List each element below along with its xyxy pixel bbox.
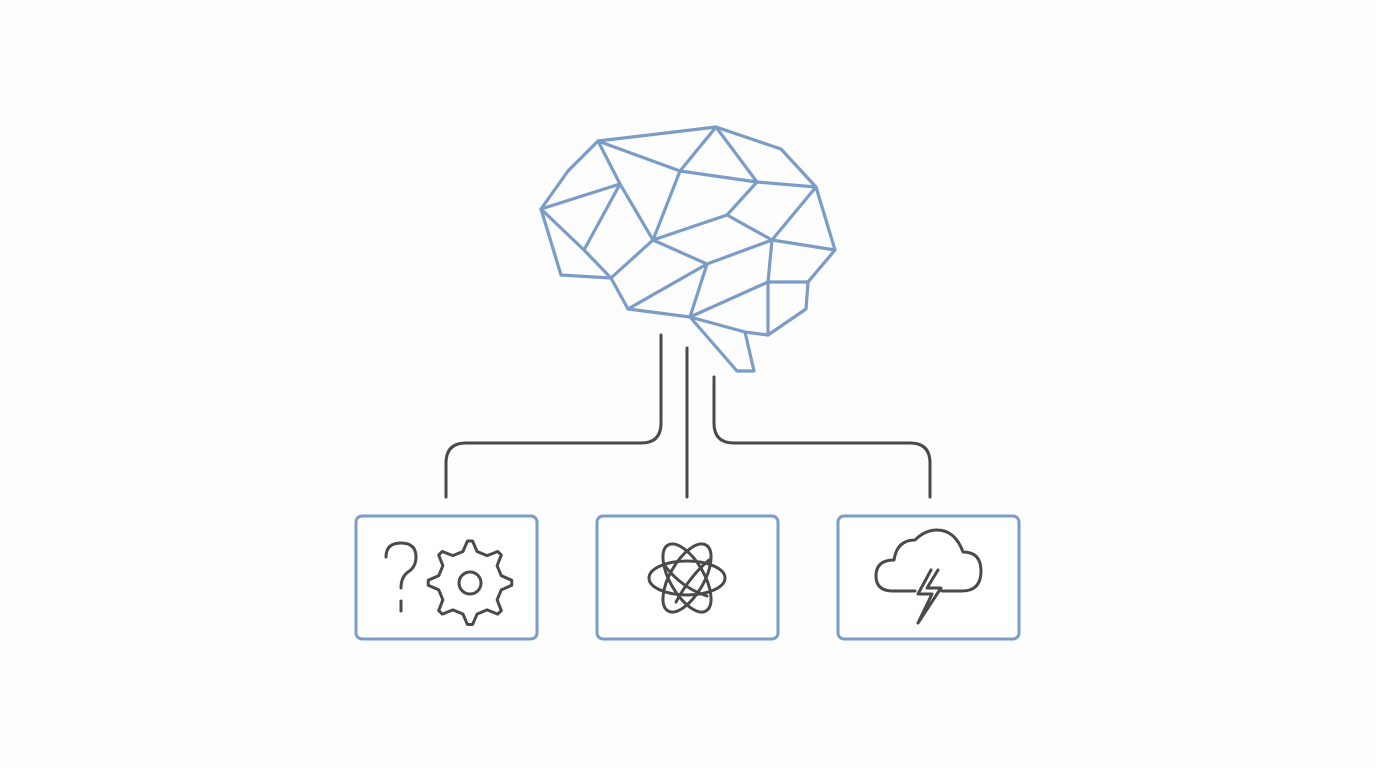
gear-icon xyxy=(426,539,514,627)
knot-loop-3 xyxy=(661,542,713,614)
child-box-uncertainty xyxy=(836,514,1021,641)
lightning-bolt-icon xyxy=(916,568,943,625)
knot-weave xyxy=(663,558,711,604)
cloud-icon xyxy=(874,528,983,593)
gear-hub xyxy=(457,570,483,596)
storm-cloud-icon xyxy=(874,528,983,625)
question-gear-icon xyxy=(384,539,514,627)
knot-icon xyxy=(647,542,727,614)
child-box-problem xyxy=(354,514,539,641)
question-mark-icon xyxy=(384,541,418,590)
brain-facets xyxy=(539,125,837,337)
connector-left xyxy=(444,333,663,499)
knot-loop-2 xyxy=(661,542,713,614)
brain-icon xyxy=(539,125,837,373)
child-box-complexity xyxy=(595,514,780,641)
connector-lines xyxy=(444,333,932,499)
connector-right xyxy=(712,375,932,499)
brain-outline xyxy=(539,125,837,373)
child-box-complexity-frame xyxy=(595,514,780,641)
knot-loop-1 xyxy=(647,559,727,597)
child-box-problem-frame xyxy=(354,514,539,641)
